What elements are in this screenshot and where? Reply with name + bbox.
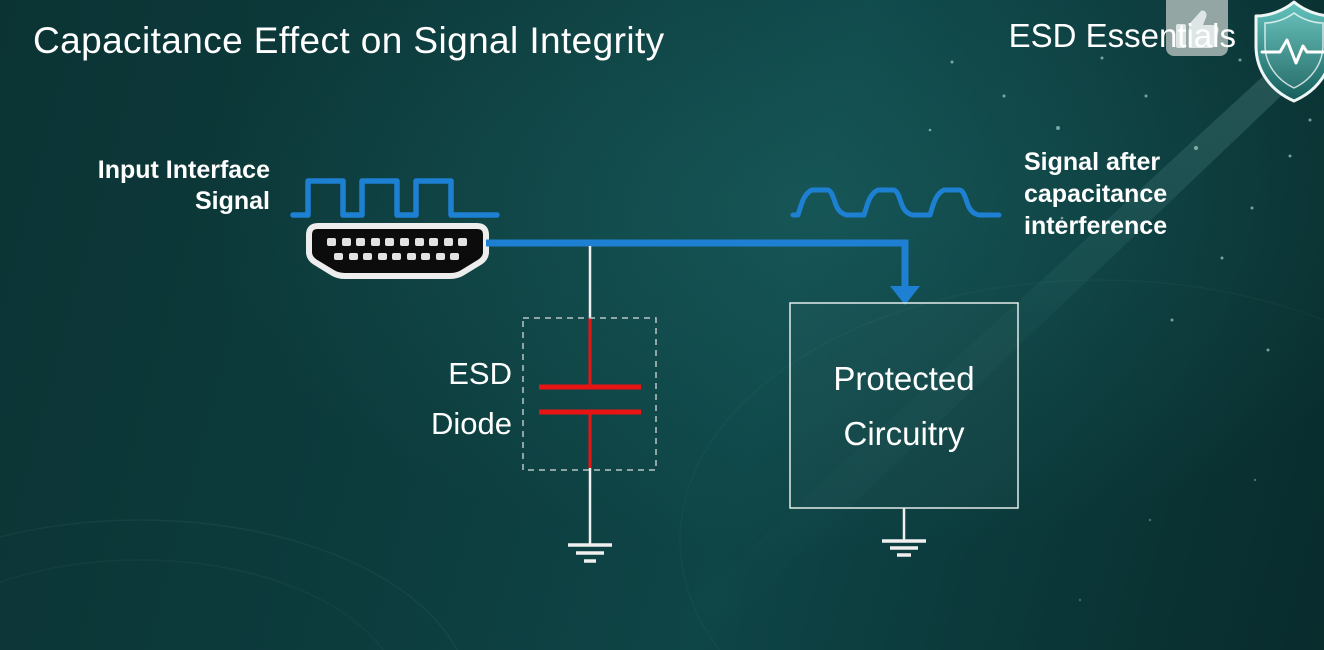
brand-title: ESD Essentials [1008,17,1236,54]
background-decor [0,20,1324,650]
swirl-arc [0,519,458,650]
esd-capacitor [539,318,641,468]
distorted-signal-wave [790,187,1002,218]
protected-circuitry-label-line2: Circuitry [843,414,965,452]
hdmi-connector-icon [306,223,489,279]
input-signal-label-line2: Signal [194,187,270,215]
light-streak [640,20,1324,650]
protected-circuitry-label: Protected Circuitry [790,303,1018,508]
star-dots [928,56,1312,602]
white-wires [568,246,926,563]
protected-circuitry-label-line1: Protected [833,359,975,397]
ground-symbol-circuit [882,539,926,557]
clean-signal-wave [290,178,500,218]
output-signal-label-line3: interference [1024,212,1168,240]
output-signal-label-line1: Signal after [1024,148,1161,176]
swirl-arc [0,559,384,650]
esd-dashed-boundary-box [522,317,657,471]
esd-diode-label: ESD Diode [431,349,512,449]
input-signal-label: Input Interface Signal [98,155,270,217]
shield-heartbeat-icon [1254,0,1324,103]
esd-diode-label-line2: Diode [431,406,512,441]
esd-diode-label-line1: ESD [448,356,512,391]
output-signal-label: Signal after capacitance interference [1024,146,1167,242]
hdmi-pins [327,238,467,260]
signal-trace-line [486,239,909,288]
thumbs-up-icon [1166,0,1228,56]
output-signal-label-line2: capacitance [1024,180,1168,208]
ground-symbol-capacitor [568,543,612,563]
signal-trace [486,239,920,305]
slide-title: Capacitance Effect on Signal Integrity [33,20,665,61]
protected-circuitry-box [789,302,1019,509]
signal-arrowhead-icon [890,286,920,305]
input-signal-label-line1: Input Interface [97,156,270,184]
